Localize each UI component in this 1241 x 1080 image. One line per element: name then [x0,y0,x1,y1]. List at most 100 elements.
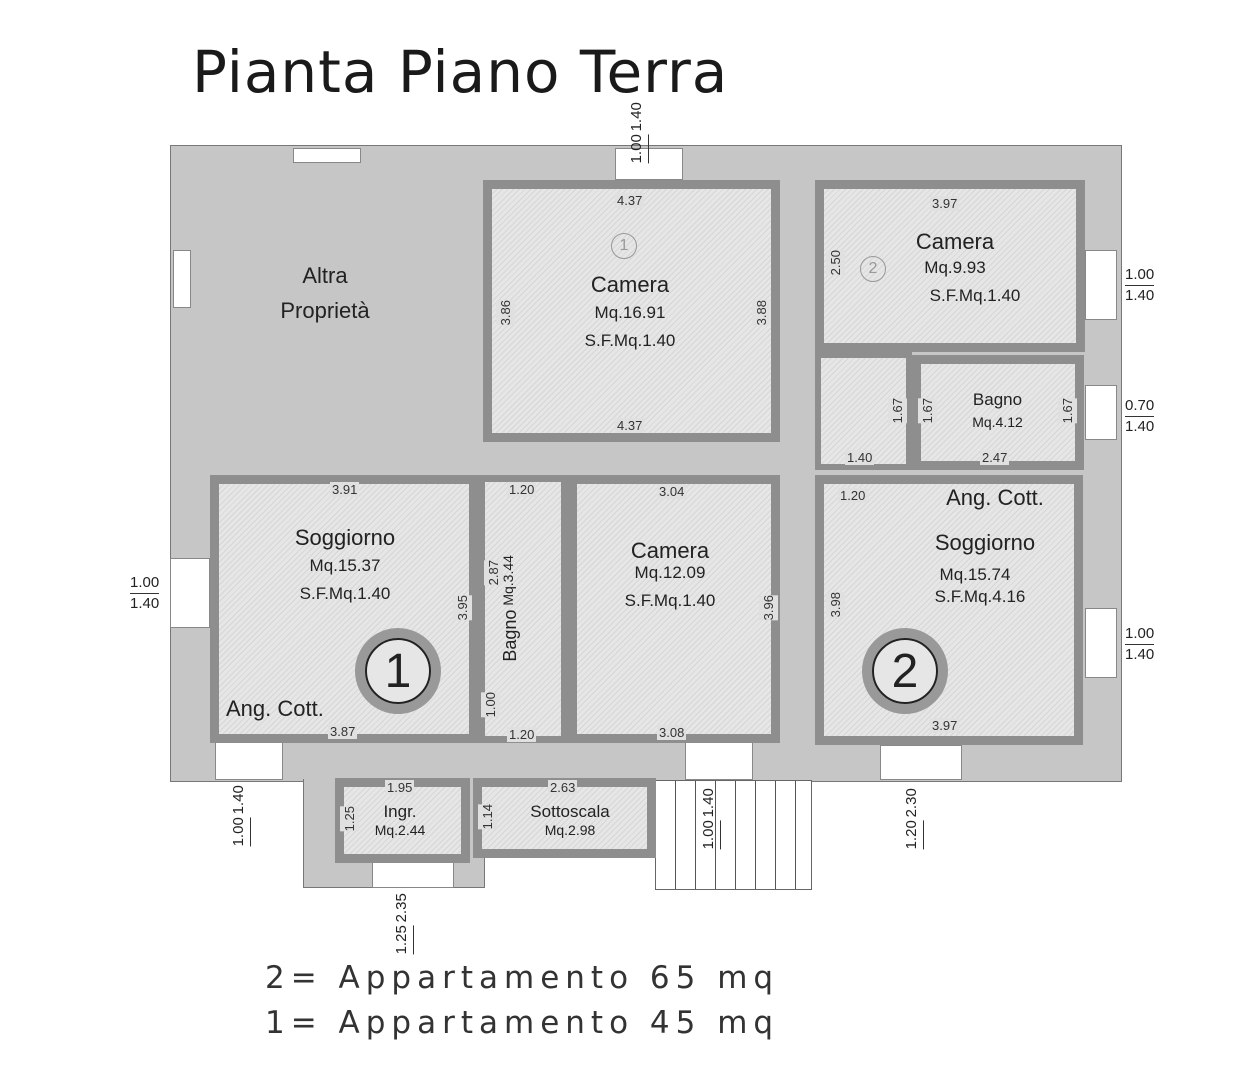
dimension: 3.96 [759,595,778,621]
dimension: 1.20 [507,727,537,742]
page-title: Pianta Piano Terra [192,38,729,106]
room-window-area: S.F.Mq.1.40 [584,330,676,350]
room-area: Mq.15.74 [939,565,1011,585]
room-camera-3-label: Camera Mq.12.09 S.F.Mq.1.40 [565,538,775,610]
room-window-area: S.F.Mq.1.40 [624,590,716,610]
window-width: 1.00 [628,134,649,164]
room-name: Ingr. [383,802,417,821]
room-name: Bagno [972,390,1023,409]
window [685,742,753,780]
window-height: 2.30 [903,788,920,818]
window [170,558,210,628]
room-name: Camera [630,538,710,563]
window-height: 1.40 [230,785,247,815]
room-camera-1-label: Camera Mq.16.91 S.F.Mq.1.40 [520,272,740,350]
dimension: 3.86 [496,300,515,326]
room-area: Mq.4.12 [972,413,1023,430]
legend-apartment-1: 1= Appartamento 45 mq [265,1005,780,1041]
room-name: Camera [915,229,995,254]
dimension: 3.97 [930,196,960,211]
other-property-label: Altra Proprietà [250,258,400,328]
window-width: 0.70 [1125,396,1155,418]
room-area: Mq.15.37 [309,556,381,576]
window-height: 1.40 [700,788,717,818]
dimension: 3.87 [328,724,358,739]
room-sottoscala [473,778,656,858]
dimension: 4.37 [615,418,645,433]
window-height: 1.40 [1125,287,1155,305]
window-width: 1.00 [1125,624,1155,646]
room-area: Mq.2.98 [544,821,596,838]
apartment-number: 2 [872,638,938,704]
room-area: Mq.9.93 [924,258,986,278]
room-name: Soggiorno [934,530,1036,555]
dimension: 1.67 [1058,398,1077,424]
dimension: 1.40 [845,450,875,465]
dimension: 2.63 [548,780,578,795]
room-window-area: S.F.Mq.1.40 [299,583,391,603]
dimension: 1.20 [507,482,537,497]
legend-apartment-2: 2= Appartamento 65 mq [265,960,780,996]
apartment-marker-2: 2 [862,628,948,714]
window-size: 1.00 1.40 [230,785,251,847]
room-bagno-1-label: Bagno Mq.3.44 [500,555,521,662]
apartment-marker-1: 1 [355,628,441,714]
window-width: 1.00 [230,817,251,847]
room-window-area: S.F.Mq.1.40 [929,285,1021,305]
room-camera-2-label: Camera Mq.9.93 S.F.Mq.1.40 [860,229,1050,305]
window [1085,608,1117,678]
window-width: 1.00 [130,573,160,595]
room-bagno-2-label: Bagno Mq.4.12 [935,390,1060,430]
dimension: 1.67 [888,398,907,424]
window-height: 1.40 [1125,418,1155,436]
window-height: 1.40 [130,595,160,613]
other-property-line1: Altra [302,263,348,288]
room-area: Mq.16.91 [594,303,666,323]
window-size: 1.00 1.40 [628,102,649,164]
other-property-line2: Proprietà [280,298,370,324]
room-marker: 1 [611,233,637,259]
dimension: 2.50 [826,250,845,276]
room-soggiorno-2 [815,475,1083,745]
window [880,745,962,780]
room-camera-1 [483,180,780,442]
dimension: 3.08 [657,725,687,740]
room-name: Sottoscala [530,802,610,821]
dimension: 1.14 [478,804,497,830]
window-height: 1.40 [1125,646,1155,664]
dimension: 1.95 [385,780,415,795]
apartment-number: 1 [365,638,431,704]
room-name: Bagno [500,609,520,662]
window [1085,250,1117,320]
window [615,148,683,180]
dimension: 3.97 [930,718,960,733]
room-area: Mq.2.44 [374,821,426,838]
window-width: 1.00 [1125,265,1155,287]
room-name: Camera [590,272,670,297]
staircase [655,780,812,890]
window-height: 1.40 [628,102,645,132]
room-sottoscala-label: Sottoscala Mq.2.98 [495,802,645,838]
room-soggiorno-1-label: Soggiorno Mq.15.37 S.F.Mq.1.40 [235,525,455,603]
dimension: 1.00 [481,692,500,718]
window-width: 1.25 [393,925,414,955]
dimension: 3.91 [330,482,360,497]
dimension: 3.04 [657,484,687,499]
window-height: 2.35 [393,893,410,923]
dimension: 3.95 [453,595,472,621]
dimension: 3.88 [752,300,771,326]
dimension: 1.25 [340,806,359,832]
room-area: Mq.12.09 [634,563,706,583]
dimension: 1.20 [838,488,868,503]
dimension: 3.98 [826,592,845,618]
dimension: 2.47 [980,450,1010,465]
room-marker: 2 [860,256,886,282]
room-ingresso-label: Ingr. Mq.2.44 [350,802,450,838]
window-size: 1.25 2.35 [393,893,414,955]
window-width: 1.00 [700,820,721,850]
window [215,742,283,780]
